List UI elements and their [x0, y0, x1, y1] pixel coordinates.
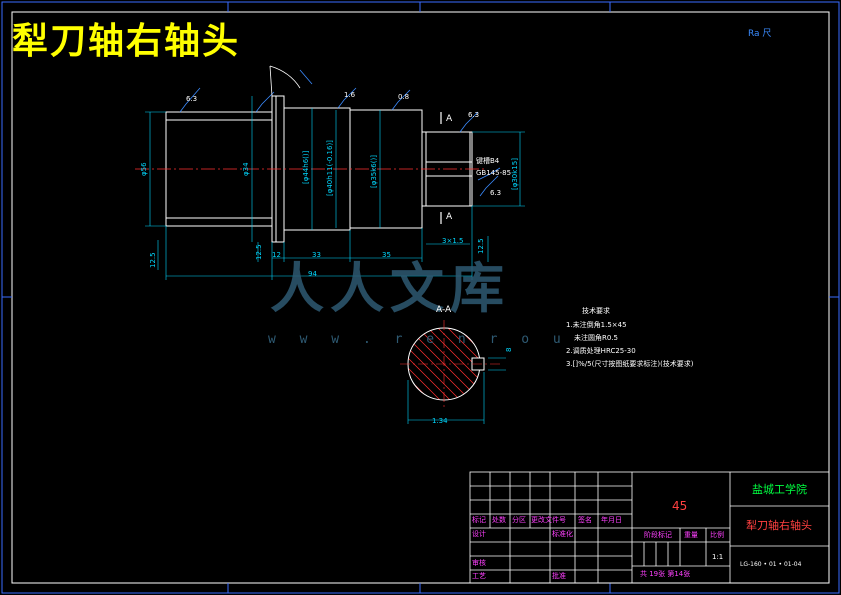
tb-scale-value: 1:1: [712, 553, 724, 561]
section-mark-bottom: A: [446, 212, 453, 222]
roughness-5: 6.3: [490, 189, 502, 197]
roughness-note: Ra 尺: [748, 29, 772, 39]
tb-label-zone: 分区: [512, 516, 526, 524]
dim-len35: 35: [382, 251, 391, 259]
dim-len94: 94: [308, 270, 317, 278]
tb-sheets: 共 19张 第14张: [640, 570, 691, 578]
roughness-3: 0.8: [398, 93, 410, 101]
dimension-lines: [145, 96, 525, 280]
dim-len12: 12: [272, 251, 281, 259]
roughness-symbols: [179, 87, 501, 197]
tb-label-sign: 签名: [578, 516, 592, 524]
drawing-number: LG-160 • 01 • 01-04: [740, 561, 802, 568]
material-value: 45: [672, 499, 688, 513]
dim-d44: [φ44h6()]: [302, 150, 310, 184]
tb-approve: 批准: [552, 572, 566, 580]
title-block-grid: [469, 471, 830, 584]
tb-label-date: 年月日: [601, 516, 622, 524]
requirement-4: 3.[]%/5(尺寸按图纸要求标注)(技术要求): [566, 360, 694, 368]
roughness-2: 1.6: [344, 91, 356, 99]
tb-process: 工艺: [472, 572, 486, 580]
requirement-1: 1.未注倒角1.5×45: [566, 321, 627, 329]
tb-label-mark: 标记: [472, 516, 486, 524]
part-name: 犁刀轴右轴头: [746, 519, 812, 532]
dim-len12-5-a: 12.5: [149, 252, 157, 268]
watermark-text: 人人文库: [270, 256, 510, 320]
dim-d56: φ56: [140, 162, 148, 176]
requirement-3: 2.调质处理HRC25-30: [566, 347, 636, 355]
tb-weight: 重量: [684, 531, 698, 539]
roughness-4: 6.3: [468, 111, 480, 119]
dim-undercut: 3×1.5: [442, 237, 464, 245]
tb-design: 设计: [472, 530, 486, 538]
dim-d40: [φ40h11(-0.16)]: [326, 140, 334, 196]
roughness-1: 6.3: [186, 95, 198, 103]
school-name: 盐城工学院: [752, 483, 807, 496]
dim-d35: [φ35k6()]: [370, 155, 378, 188]
dim-len12-5-b: 12.5: [255, 244, 263, 260]
dim-d34: φ34: [242, 162, 250, 176]
watermark-url: w w w . r e n r o u: [268, 332, 569, 347]
tb-standard: 标准化: [552, 530, 573, 538]
section-view-label: A-A: [436, 305, 452, 315]
tb-label-change: 更改文件号: [531, 516, 566, 524]
requirements-heading: 技术要求: [582, 307, 610, 315]
flange-annotation: [269, 65, 301, 89]
tb-scale: 比例: [710, 531, 724, 539]
key-note-2: GB145-85: [476, 169, 512, 177]
drawing-title: 犁刀轴右轴头: [12, 21, 241, 62]
section-mark-top: A: [446, 114, 453, 124]
key-note-1: 键槽B4: [476, 157, 500, 165]
tb-label-count: 处数: [492, 516, 506, 524]
dim-len12-5-c: 12.5: [477, 238, 485, 254]
requirement-2: 未注圆角R0.5: [574, 334, 618, 342]
dim-d30: [φ30k15]: [511, 158, 519, 190]
tb-stage: 阶段标记: [644, 531, 672, 539]
dim-len33: 33: [312, 251, 321, 259]
section-dim-width: 8: [505, 347, 513, 352]
tb-review: 审核: [472, 559, 486, 567]
section-dim-depth: 1.34: [432, 417, 448, 425]
